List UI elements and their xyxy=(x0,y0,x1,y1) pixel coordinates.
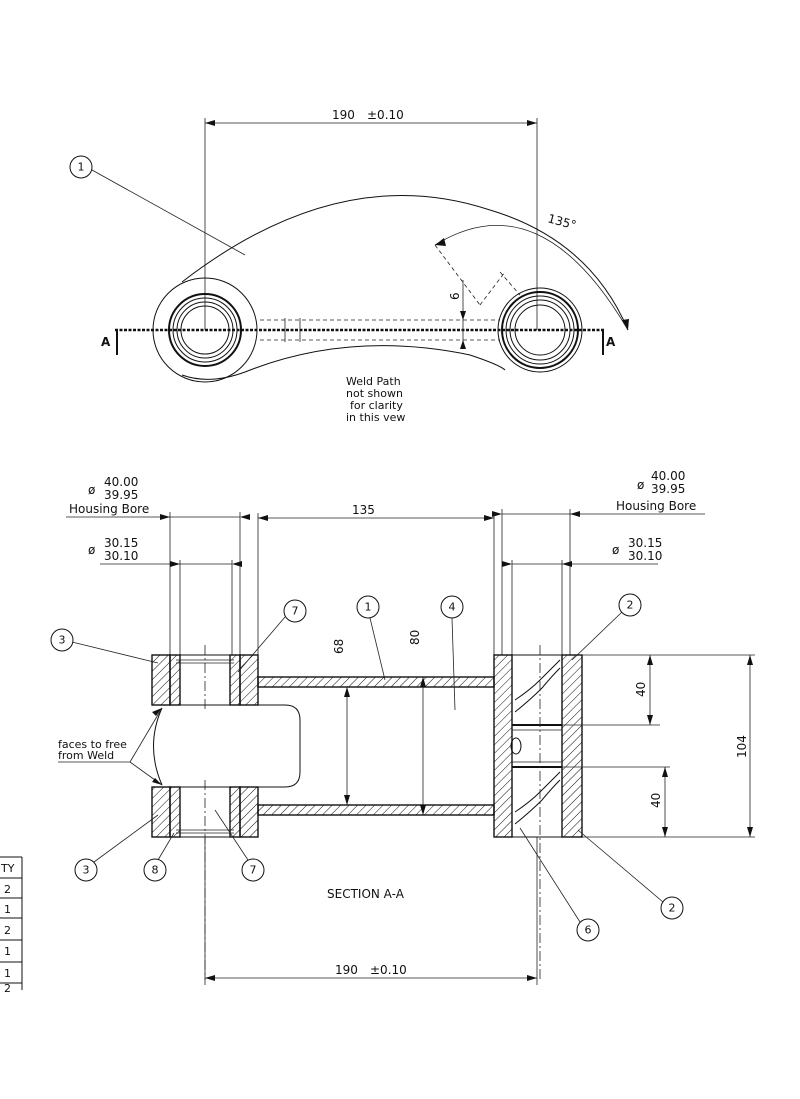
inner-width-dimension: 135 xyxy=(257,503,495,655)
weld-note-line-2: not shown xyxy=(346,387,403,400)
parts-table-header: TY xyxy=(0,862,15,875)
section-mark-left: A xyxy=(101,335,111,349)
svg-text:3: 3 xyxy=(59,634,66,647)
weld-note-line-1: Weld Path xyxy=(346,375,401,388)
left-lower-boss xyxy=(151,780,259,980)
bore-right-lower: 30.10 xyxy=(628,549,662,563)
weld-note-line-3: for clarity xyxy=(350,399,403,412)
parts-table-row-2: 1 xyxy=(4,903,11,916)
balloon-7-upper: 7 xyxy=(237,599,307,673)
bore-left-lower: 30.10 xyxy=(104,549,138,563)
height-80-dimension: 80 xyxy=(408,630,426,815)
top-dim-190: 190 xyxy=(332,108,355,122)
section-view: ø 40.00 39.95 Housing Bore ø 30.15 30.10… xyxy=(50,469,755,985)
svg-text:ø: ø xyxy=(88,543,95,557)
balloon-7-lower: 7 xyxy=(214,809,265,882)
bore-right-upper: 30.15 xyxy=(628,536,662,550)
balloon-1: 1 xyxy=(356,595,386,681)
svg-text:1: 1 xyxy=(78,161,85,174)
weld-path-note: Weld Path not shown for clarity in this … xyxy=(346,375,405,424)
faces-note-line-2: from Weld xyxy=(58,749,114,762)
left-upper-boss xyxy=(151,645,259,712)
upper-web xyxy=(257,676,495,688)
parts-table-row-4: 1 xyxy=(4,945,11,958)
svg-text:7: 7 xyxy=(292,605,299,618)
section-title: SECTION A-A xyxy=(327,887,405,901)
balloon-4: 4 xyxy=(440,595,464,711)
balloon-2-lower: 2 xyxy=(577,829,684,920)
svg-text:8: 8 xyxy=(152,864,159,877)
free-face-outline xyxy=(153,704,301,788)
top-view: 190 ±0.10 xyxy=(69,108,629,424)
top-center-distance-dimension: 190 ±0.10 xyxy=(204,108,538,330)
svg-text:6: 6 xyxy=(585,924,592,937)
dim-135: 135 xyxy=(352,503,375,517)
dim-104: 104 xyxy=(735,735,749,758)
svg-text:1: 1 xyxy=(365,601,372,614)
parts-table-fragment: TY 2 1 2 1 1 2 xyxy=(0,856,23,995)
balloon-8: 8 xyxy=(143,832,175,882)
balloon-3-upper: 3 xyxy=(50,628,159,664)
bore-right-callout: ø 30.15 30.10 xyxy=(502,536,662,655)
dim-40-lower: 40 xyxy=(649,793,663,808)
weld-note-line-4: in this vew xyxy=(346,411,405,424)
housing-bore-right-callout: ø 40.00 39.95 Housing Bore xyxy=(492,469,705,655)
angle-135-label: 135° xyxy=(546,211,578,232)
dim-80: 80 xyxy=(408,630,422,645)
svg-text:ø: ø xyxy=(637,478,644,492)
housing-bore-left-callout: ø 40.00 39.95 Housing Bore xyxy=(66,475,250,655)
top-dim-tolerance: ±0.10 xyxy=(367,108,404,122)
top-balloon-1: 1 xyxy=(69,155,246,256)
section-line-a-a: A A xyxy=(101,328,616,355)
offset-dimension: 6 xyxy=(448,280,466,349)
housing-bore-right-upper: 40.00 xyxy=(651,469,685,483)
bore-left-upper: 30.15 xyxy=(104,536,138,550)
housing-bore-right-label: Housing Bore xyxy=(616,499,696,513)
bottom-dim-tolerance: ±0.10 xyxy=(370,963,407,977)
offset-6-label: 6 xyxy=(448,292,462,300)
housing-bore-left-lower: 39.95 xyxy=(104,488,138,502)
dim-40-upper: 40 xyxy=(634,682,648,697)
bore-left-callout: ø 30.15 30.10 xyxy=(88,536,242,655)
height-68-dimension: 68 xyxy=(332,639,350,805)
dim-68: 68 xyxy=(332,639,346,654)
parts-table-row-5: 1 xyxy=(4,967,11,980)
svg-text:2: 2 xyxy=(627,599,634,612)
faces-free-note: faces to free from Weld xyxy=(58,707,163,786)
right-housing xyxy=(493,645,583,980)
lower-web xyxy=(257,804,495,816)
housing-bore-left-upper: 40.00 xyxy=(104,475,138,489)
balloon-2-upper: 2 xyxy=(571,593,642,661)
balloon-6: 6 xyxy=(519,827,600,942)
bottom-center-distance-dimension: 190 ±0.10 xyxy=(204,837,538,985)
housing-bore-left-label: Housing Bore xyxy=(69,502,149,516)
balloon-3-lower: 3 xyxy=(74,814,159,882)
svg-text:3: 3 xyxy=(83,864,90,877)
bottom-dim-190: 190 xyxy=(335,963,358,977)
faces-note-line-1: faces to free xyxy=(58,738,127,751)
housing-bore-right-lower: 39.95 xyxy=(651,482,685,496)
parts-table-row-1: 2 xyxy=(4,883,11,896)
right-height-dimensions: 40 40 104 xyxy=(562,654,755,838)
svg-text:2: 2 xyxy=(669,902,676,915)
svg-text:4: 4 xyxy=(449,601,456,614)
parts-table-row-6: 2 xyxy=(4,982,11,995)
svg-text:ø: ø xyxy=(612,543,619,557)
section-mark-right: A xyxy=(606,335,616,349)
parts-table-row-3: 2 xyxy=(4,924,11,937)
svg-text:ø: ø xyxy=(88,483,95,497)
svg-text:7: 7 xyxy=(250,864,257,877)
